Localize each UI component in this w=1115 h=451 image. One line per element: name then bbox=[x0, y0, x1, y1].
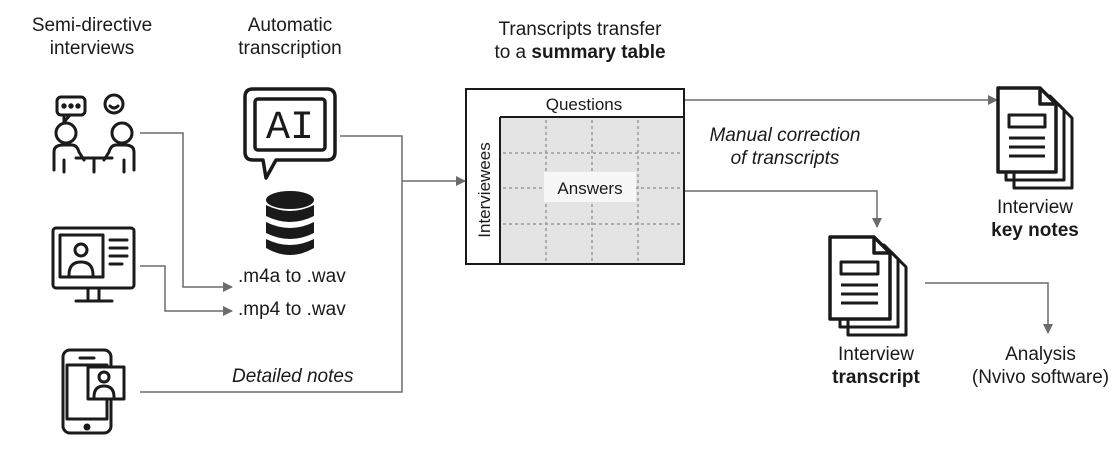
answers-label: Answers bbox=[557, 179, 622, 198]
conversion-mp4: .mp4 to .wav bbox=[238, 299, 346, 320]
connector-lines bbox=[140, 95, 1053, 393]
transcript-line1: Interview bbox=[837, 344, 915, 365]
interviews-heading: Semi-directive interviews bbox=[22, 14, 162, 60]
key-notes-line2: key notes bbox=[991, 220, 1079, 241]
video-call-desktop-icon bbox=[51, 226, 136, 303]
manual-correction-line2: of transcripts bbox=[730, 148, 840, 169]
key-notes-label: Interview key notes bbox=[980, 196, 1090, 242]
ai-speech-bubble-icon bbox=[243, 87, 337, 180]
transfer-heading-line1: Transcripts transfer bbox=[498, 19, 662, 40]
transcript-document-icon bbox=[828, 235, 908, 337]
detailed-notes-label: Detailed notes bbox=[232, 366, 354, 387]
transfer-heading-line2: to a summary table bbox=[470, 41, 690, 64]
transcription-heading: Automatic transcription bbox=[220, 14, 360, 60]
questions-header: Questions bbox=[546, 95, 623, 114]
key-notes-line1: Interview bbox=[996, 197, 1074, 218]
transfer-heading-bold: summary table bbox=[531, 42, 666, 63]
transcript-label: Interview transcript bbox=[816, 343, 936, 389]
analysis-label: Analysis (Nvivo software) bbox=[968, 343, 1113, 389]
analysis-line2: (Nvivo software) bbox=[971, 367, 1110, 388]
transcription-heading-line2: transcription bbox=[238, 38, 342, 59]
transfer-heading-prefix: to a bbox=[494, 42, 532, 63]
analysis-line1: Analysis bbox=[1005, 344, 1076, 365]
interviewees-header: Interviewees bbox=[475, 142, 494, 237]
manual-correction-label: Manual correction of transcripts bbox=[695, 124, 875, 170]
transfer-heading: Transcripts transfer to a summary table bbox=[470, 18, 690, 64]
summary-table: Answers Questions Interviewees bbox=[465, 88, 685, 265]
ai-icon-label: AI bbox=[266, 106, 314, 151]
database-icon bbox=[266, 191, 314, 255]
face-to-face-interview-icon bbox=[52, 93, 136, 174]
key-notes-document-icon bbox=[996, 86, 1074, 190]
manual-correction-line1: Manual correction bbox=[709, 125, 861, 146]
transcription-heading-line1: Automatic bbox=[247, 15, 333, 36]
interviews-heading-line2: interviews bbox=[49, 38, 135, 59]
transcript-line2: transcript bbox=[832, 367, 920, 388]
conversion-m4a: .m4a to .wav bbox=[238, 266, 346, 287]
smartphone-notes-icon bbox=[61, 348, 126, 435]
interviews-heading-line1: Semi-directive bbox=[31, 15, 153, 36]
